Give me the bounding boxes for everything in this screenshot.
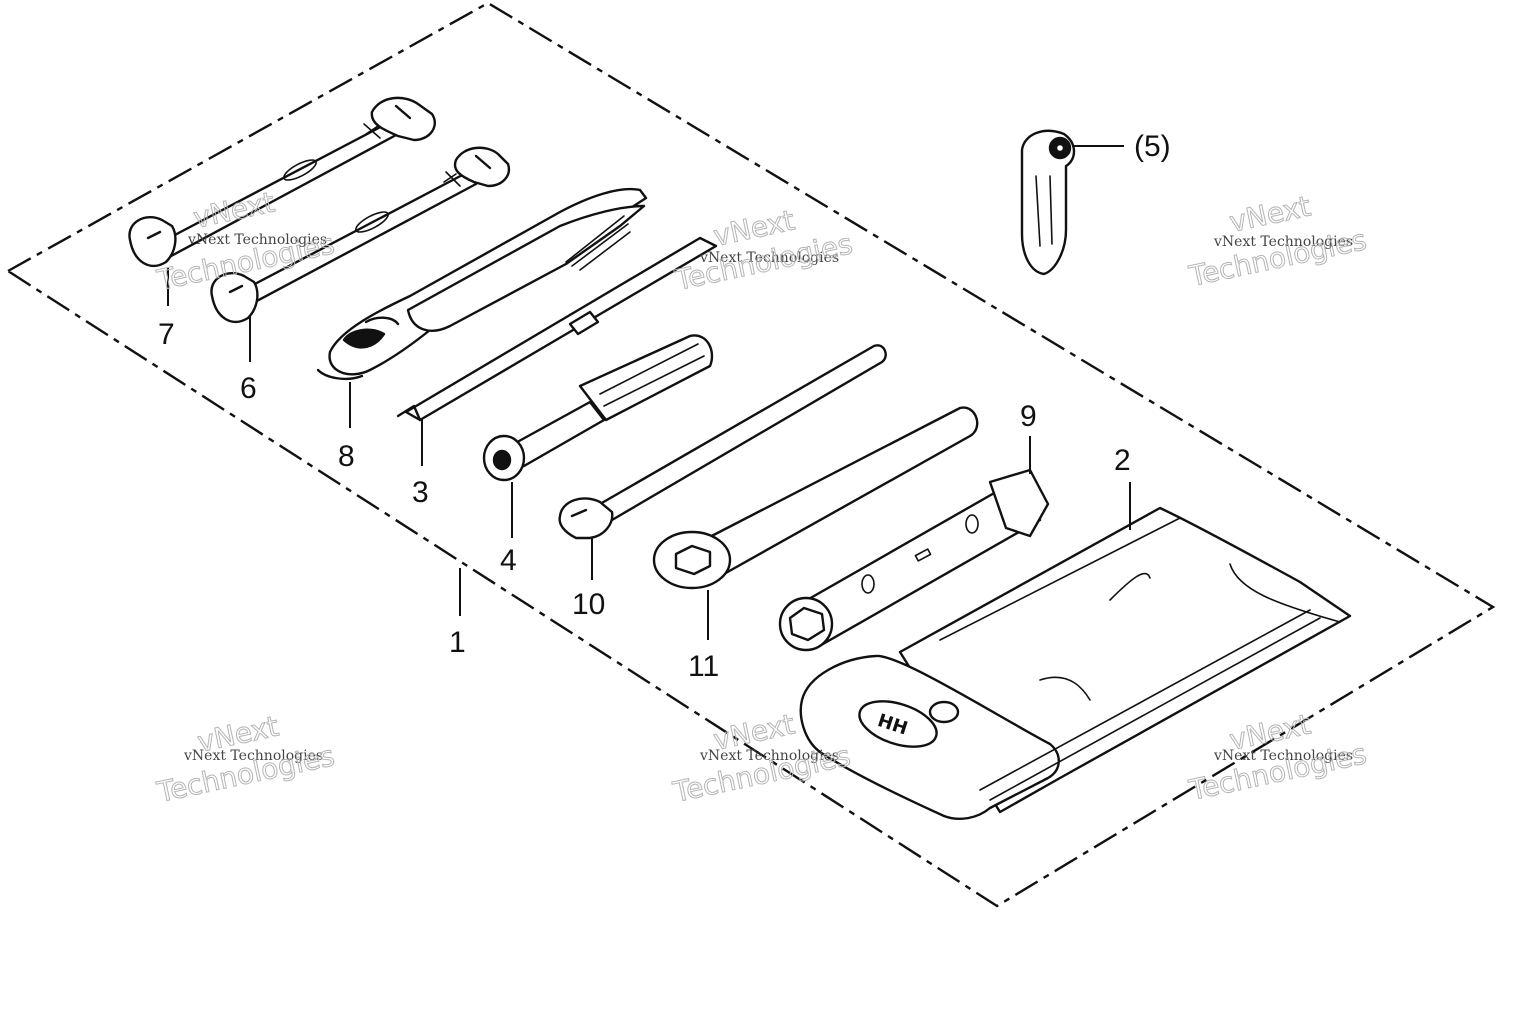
watermark-bottom-left: vNext vNext Technologies Technologies (153, 709, 338, 809)
wrench-7-icon (128, 96, 437, 268)
svg-text:vNext Technologies: vNext Technologies (699, 250, 839, 266)
svg-text:vNext Technologies: vNext Technologies (183, 748, 323, 764)
callout-3: 3 (412, 476, 429, 509)
tool-bag-2-icon: HH (799, 506, 1352, 820)
svg-text:vNext: vNext (1227, 190, 1314, 239)
svg-text:vNext: vNext (191, 186, 278, 235)
leader-lines (167, 145, 1131, 640)
callout-11: 11 (688, 650, 719, 683)
watermark-top-right: vNext vNext Technologies Technologies (1185, 189, 1370, 293)
ring-wrench-11-icon (652, 406, 979, 590)
wrench-10-icon (558, 344, 887, 540)
socket-driver-4-icon (482, 334, 714, 482)
callout-1: 1 (449, 626, 466, 659)
watermark-bottom-right: vNext vNext Technologies Technologies (1185, 707, 1370, 807)
callout-5: (5) (1134, 130, 1171, 163)
callout-10: 10 (572, 588, 605, 621)
svg-text:vNext Technologies: vNext Technologies (187, 232, 327, 248)
callout-7: 7 (158, 318, 175, 351)
callout-labels: 1 2 3 4 (5) 6 7 8 9 10 11 (158, 130, 1171, 683)
callout-4: 4 (500, 544, 517, 577)
svg-text:vNext Technologies: vNext Technologies (1213, 234, 1353, 250)
box-spanner-9-icon (778, 468, 1050, 652)
wrench-6-icon (210, 146, 511, 324)
part-5-icon (1020, 129, 1076, 276)
pliers-8-icon (316, 188, 648, 381)
callout-2: 2 (1114, 444, 1131, 477)
svg-text:vNext Technologies: vNext Technologies (699, 748, 839, 764)
screwdriver-blade-3-icon (396, 236, 718, 422)
svg-text:vNext Technologies: vNext Technologies (1213, 748, 1353, 764)
kit-outline (5, 1, 1496, 908)
callout-9: 9 (1020, 400, 1037, 433)
callout-6: 6 (240, 372, 257, 405)
watermark-top-center: vNext vNext Technologies Technologies (671, 203, 856, 297)
callout-8: 8 (338, 440, 355, 473)
